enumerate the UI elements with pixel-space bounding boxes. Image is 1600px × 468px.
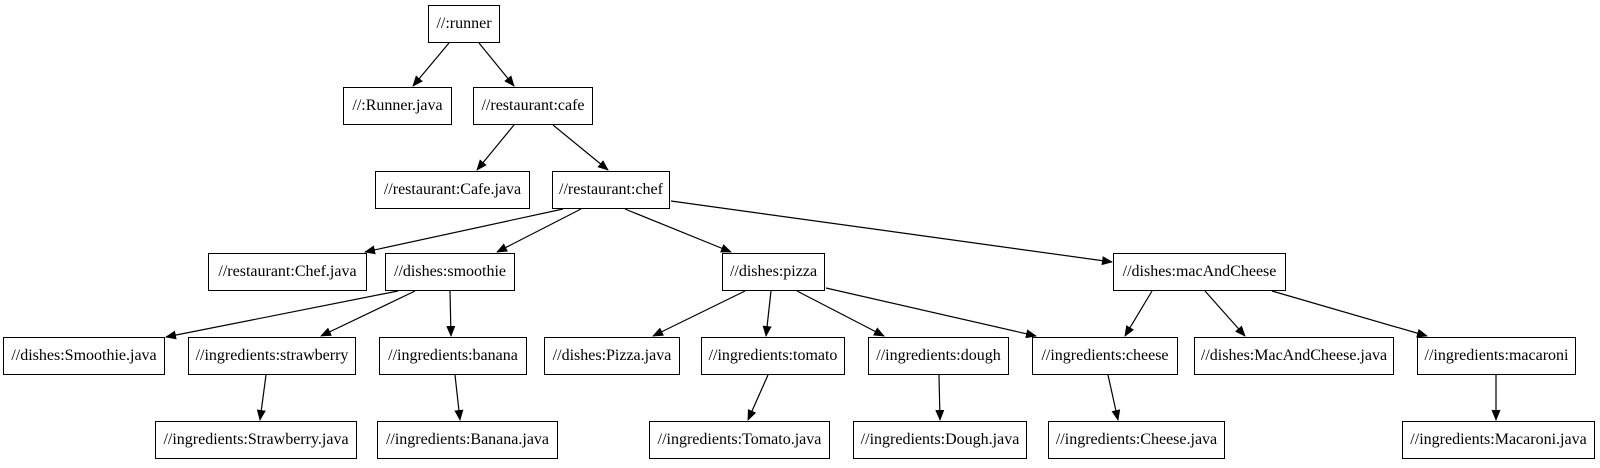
edge-cafe-to-chef [552,124,609,171]
node-cheese-java: //ingredients:Cheese.java [1048,421,1225,459]
edge-tomato-to-tomato-java [747,374,769,421]
node-dough-java: //ingredients:Dough.java [853,421,1027,459]
edge-smoothie-to-banana [446,290,456,337]
edge-dough-to-dough-java [935,374,945,421]
node-chef: //restaurant:chef [552,171,670,209]
edge-mac-and-cheese-to-macaroni [1271,290,1428,338]
node-macaroni: //ingredients:macaroni [1417,337,1576,375]
node-cheese: //ingredients:cheese [1032,337,1178,375]
edge-smoothie-to-smoothie-java [165,290,399,340]
edge-group [165,42,1501,421]
edge-cafe-to-cafe-java [476,124,515,171]
edge-chef-to-smoothie [496,208,582,253]
node-mac-and-cheese-java: //dishes:MacAndCheese.java [1194,337,1394,375]
edge-pizza-to-dough [796,290,885,337]
edge-runner-to-runner-java [412,42,450,87]
edge-mac-and-cheese-to-mac-and-cheese-java [1204,290,1246,337]
node-strawberry: //ingredients:strawberry [188,337,356,375]
edge-cheese-to-cheese-java [1107,374,1121,421]
node-banana: //ingredients:banana [379,337,527,375]
node-banana-java: //ingredients:Banana.java [377,421,558,459]
node-runner: //:runner [428,5,500,43]
node-tomato: //ingredients:tomato [701,337,845,375]
node-pizza: //dishes:pizza [722,253,825,291]
edge-chef-to-mac-and-cheese [670,200,1113,266]
node-smoothie: //dishes:smoothie [385,253,515,291]
node-chef-java: //restaurant:Chef.java [208,253,367,291]
node-strawberry-java: //ingredients:Strawberry.java [155,421,357,459]
edge-runner-to-cafe [478,42,515,87]
node-pizza-java: //dishes:Pizza.java [544,337,680,375]
edge-pizza-to-pizza-java [652,290,746,337]
edge-chef-to-pizza [624,208,732,253]
node-mac-and-cheese: //dishes:macAndCheese [1113,253,1286,291]
node-tomato-java: //ingredients:Tomato.java [649,421,830,459]
edge-smoothie-to-strawberry [320,290,416,337]
node-cafe-java: //restaurant:Cafe.java [375,171,530,209]
edge-pizza-to-cheese [825,287,1037,339]
edge-chef-to-chef-java [364,208,564,255]
node-cafe: //restaurant:cafe [473,87,593,125]
node-macaroni-java: //ingredients:Macaroni.java [1402,421,1595,459]
node-runner-java: //:Runner.java [343,87,452,125]
node-smoothie-java: //dishes:Smoothie.java [3,337,165,375]
node-dough: //ingredients:dough [868,337,1009,375]
edge-pizza-to-tomato [762,290,772,337]
edge-banana-to-banana-java [454,374,464,421]
edge-strawberry-to-strawberry-java [256,374,267,421]
edge-mac-and-cheese-to-cheese [1124,290,1153,337]
